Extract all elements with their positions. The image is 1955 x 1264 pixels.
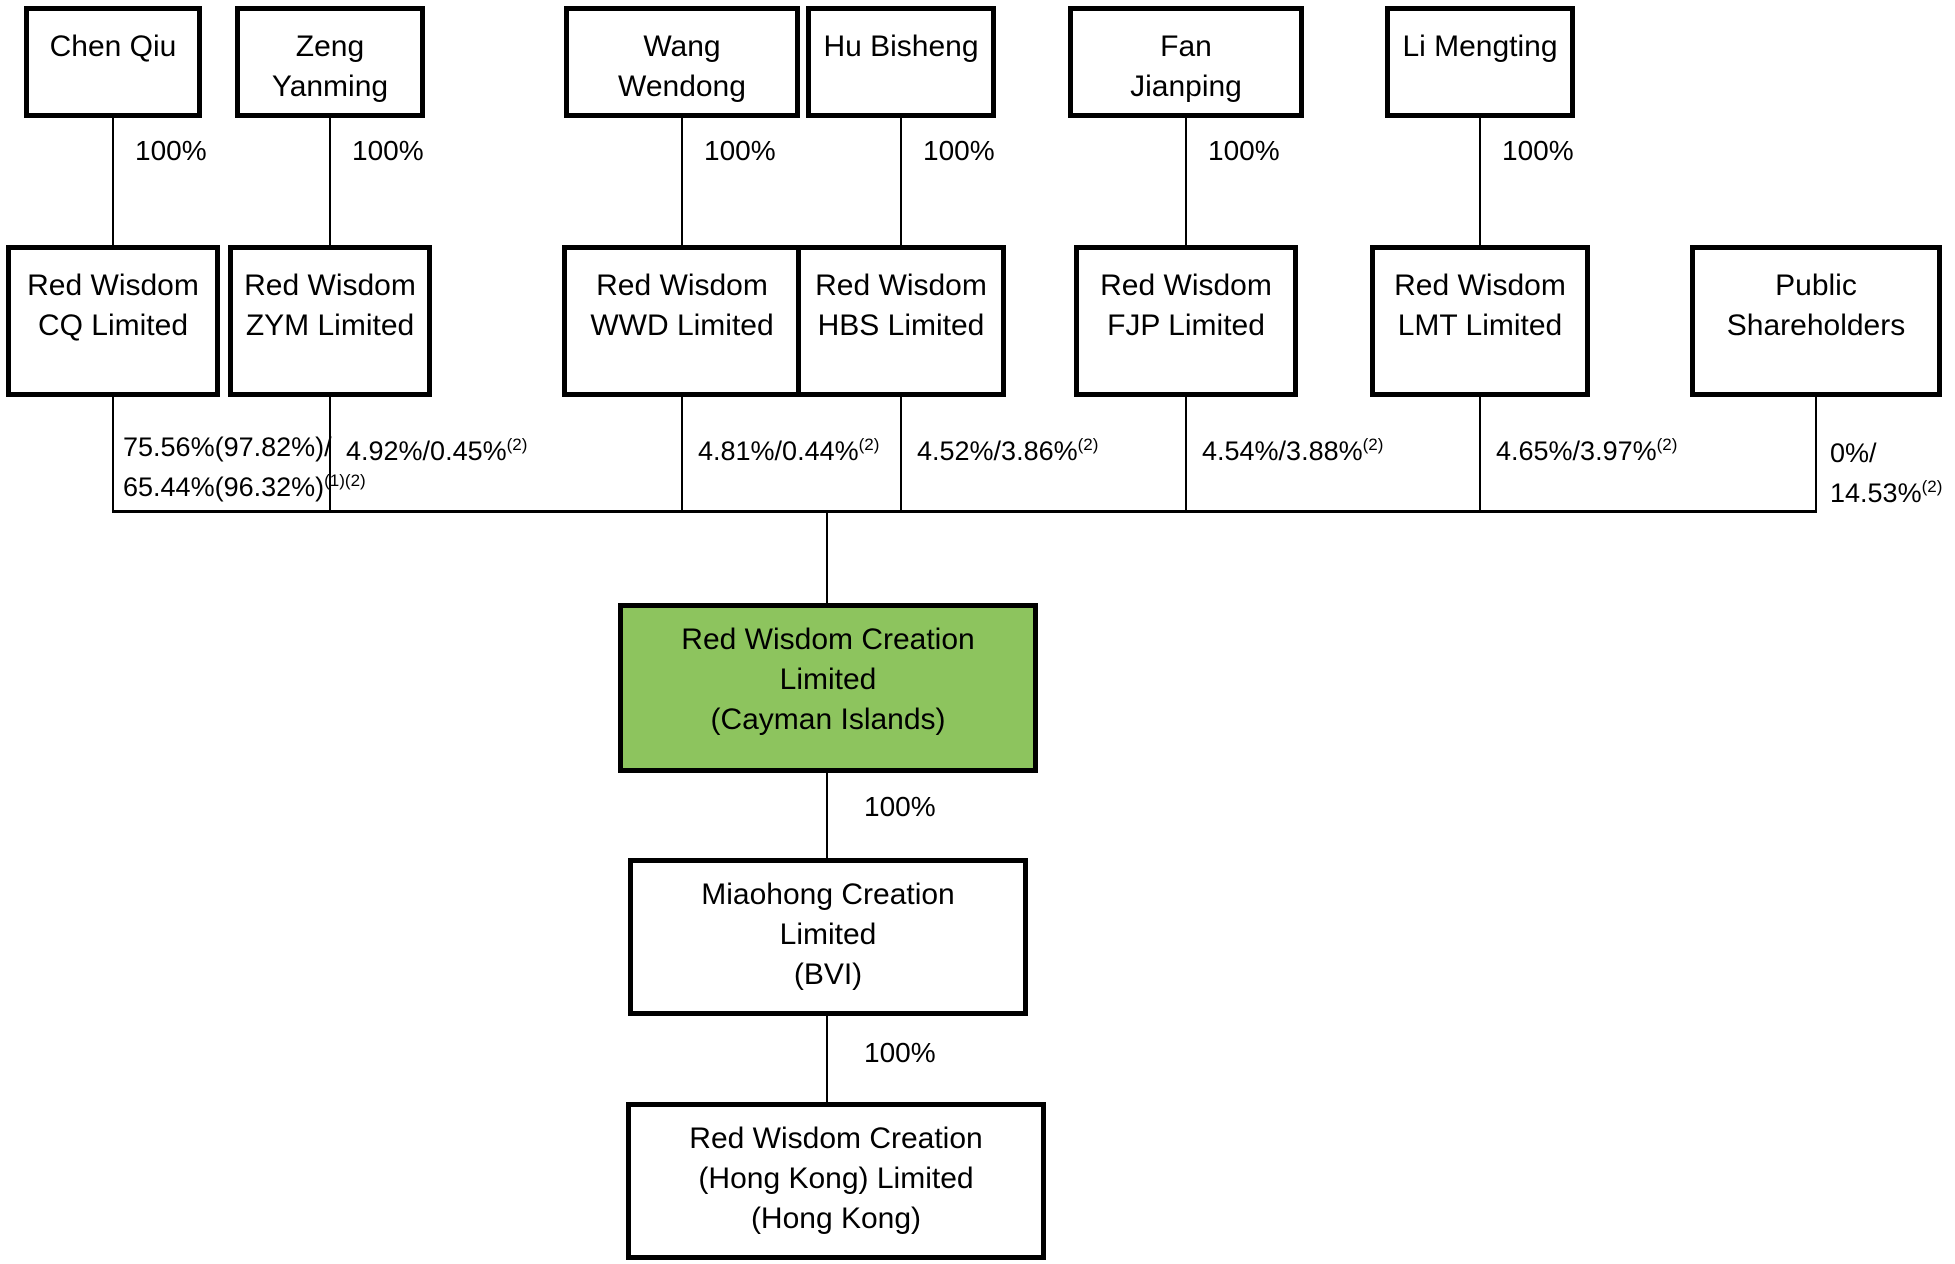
stake-label-wwd: 4.81%/0.44%(2) <box>698 428 879 468</box>
stake-line: 4.81%/0.44%(2) <box>698 428 879 468</box>
stake-line: 4.65%/3.97%(2) <box>1496 428 1677 468</box>
connector-chen-qiu-down <box>112 118 114 245</box>
stake-line: 65.44%(96.32%)(1)(2) <box>123 464 366 504</box>
connector-lmt-to-bus <box>1479 397 1481 512</box>
ownership-label-bvi-to-hk: 100% <box>864 1037 936 1068</box>
company-box-lmt: Red Wisdom LMT Limited <box>1370 245 1590 397</box>
connector-li-mengting-down <box>1479 118 1481 245</box>
stake-label-public: 0%/ 14.53%(2) <box>1830 430 1942 510</box>
connector-zym-to-bus <box>329 397 331 512</box>
stake-label-hbs: 4.52%/3.86%(2) <box>917 428 1098 468</box>
connector-fjp-to-bus <box>1185 397 1187 512</box>
stake-line: 4.54%/3.88%(2) <box>1202 428 1383 468</box>
connector-wang-wendong-down <box>681 118 683 245</box>
connector-root-to-bvi <box>826 773 828 858</box>
person-box-zeng-yanming: Zeng Yanming <box>235 6 425 118</box>
stake-line: 0%/ <box>1830 430 1942 470</box>
ownership-label-zeng-yanming: 100% <box>352 135 424 166</box>
stake-value: 4.65%/3.97% <box>1496 436 1657 466</box>
stake-line: 14.53%(2) <box>1830 470 1942 510</box>
ownership-label-fan-jianping: 100% <box>1208 135 1280 166</box>
connector-bvi-to-hk <box>826 1016 828 1102</box>
stake-value: 4.92%/0.45% <box>346 436 507 466</box>
company-box-zym: Red Wisdom ZYM Limited <box>228 245 432 397</box>
stake-value: 65.44%(96.32%) <box>123 472 325 502</box>
stake-line: 75.56%(97.82%)/ <box>123 424 366 464</box>
person-box-hu-bisheng: Hu Bisheng <box>806 6 996 118</box>
root-company-box-cayman: Red Wisdom Creation Limited (Cayman Isla… <box>618 603 1038 773</box>
stake-value: 0%/ <box>1830 438 1877 468</box>
footnote-sup: (2) <box>1921 477 1943 496</box>
connector-hbs-to-bus <box>900 397 902 512</box>
connector-hu-bisheng-down <box>900 118 902 245</box>
stake-label-fjp: 4.54%/3.88%(2) <box>1202 428 1383 468</box>
footnote-sup: (2) <box>1362 435 1384 454</box>
subsidiary-box-bvi: Miaohong Creation Limited (BVI) <box>628 858 1028 1016</box>
stake-value: 4.81%/0.44% <box>698 436 859 466</box>
ownership-label-chen-qiu: 100% <box>135 135 207 166</box>
subsidiary-box-hong-kong: Red Wisdom Creation (Hong Kong) Limited … <box>626 1102 1046 1260</box>
connector-cq-to-bus <box>112 397 114 512</box>
footnote-sup: (1)(2) <box>324 471 366 490</box>
footnote-sup: (2) <box>1656 435 1678 454</box>
stake-value: 14.53% <box>1830 478 1922 508</box>
connector-bus-to-root <box>826 513 828 603</box>
footnote-sup: (2) <box>858 435 880 454</box>
person-box-chen-qiu: Chen Qiu <box>24 6 202 118</box>
bus-line <box>112 510 1817 513</box>
company-box-public-shareholders: Public Shareholders <box>1690 245 1942 397</box>
person-box-fan-jianping: Fan Jianping <box>1068 6 1304 118</box>
stake-value: 4.54%/3.88% <box>1202 436 1363 466</box>
connector-wwd-to-bus <box>681 397 683 512</box>
connector-zeng-yanming-down <box>329 118 331 245</box>
ownership-label-wang-wendong: 100% <box>704 135 776 166</box>
company-box-cq: Red Wisdom CQ Limited <box>6 245 220 397</box>
stake-line: 4.52%/3.86%(2) <box>917 428 1098 468</box>
stake-label-cq: 75.56%(97.82%)/ 65.44%(96.32%)(1)(2) <box>123 424 366 504</box>
stake-value: 4.52%/3.86% <box>917 436 1078 466</box>
company-box-fjp: Red Wisdom FJP Limited <box>1074 245 1298 397</box>
ownership-label-hu-bisheng: 100% <box>923 135 995 166</box>
stake-label-lmt: 4.65%/3.97%(2) <box>1496 428 1677 468</box>
company-box-hbs: Red Wisdom HBS Limited <box>796 245 1006 397</box>
person-box-wang-wendong: Wang Wendong <box>564 6 800 118</box>
footnote-sup: (2) <box>506 435 528 454</box>
connector-fan-jianping-down <box>1185 118 1187 245</box>
footnote-sup: (2) <box>1077 435 1099 454</box>
stake-label-zym: 4.92%/0.45%(2) <box>346 428 527 468</box>
stake-line: 4.92%/0.45%(2) <box>346 428 527 468</box>
ownership-label-root-to-bvi: 100% <box>864 791 936 822</box>
stake-value: 75.56%(97.82%)/ <box>123 432 332 462</box>
connector-public-to-bus <box>1815 397 1817 512</box>
ownership-label-li-mengting: 100% <box>1502 135 1574 166</box>
company-box-wwd: Red Wisdom WWD Limited <box>562 245 802 397</box>
person-box-li-mengting: Li Mengting <box>1385 6 1575 118</box>
